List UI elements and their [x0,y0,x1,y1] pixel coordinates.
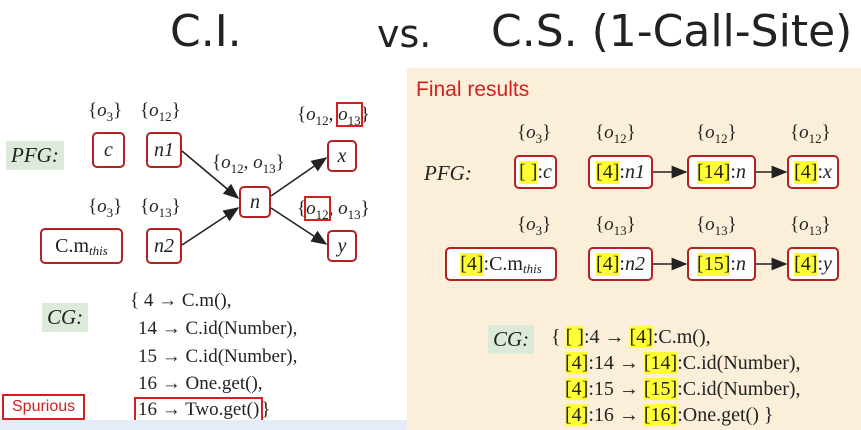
cs-pts-r1-c: {o3} [517,122,552,146]
ci-cg-line-5-wrap: 16 → Two.get()} [133,397,271,422]
cs-pts-r2-n2: {o13} [595,214,636,238]
cs-cg-line-3: [4]:15 → [15]:C.id(Number), [565,378,801,400]
pts-x: {o12, o13} [297,102,370,128]
cs-pfg-label: PFG: [424,161,472,185]
cs-pts-r2-y: {o13} [790,214,831,238]
cs-pts-r1-x: {o12} [790,122,831,146]
cs-cg-line-2: [4]:14 → [14]:C.id(Number), [565,352,801,374]
ci-node-n1: n1 [146,132,182,168]
edge-n1-n [181,150,240,200]
ci-pfg-label: PFG: [6,141,64,170]
pts-n: {o12, o13} [212,152,285,176]
final-results-heading: Final results [416,78,530,101]
ci-cg-line-3: 15 → C.id(Number), [138,346,298,367]
title-vs: vs. [377,12,432,56]
cs-pts-r1-n1: {o12} [595,122,636,146]
ci-cg-line-2: 14 → C.id(Number), [138,318,298,339]
pts-n1: {o12} [140,100,181,124]
spurious-label: Spurious [2,394,86,420]
cs-pts-r2-n: {o13} [696,214,737,238]
ci-cg-label: CG: [42,303,89,332]
ci-cg-close: } [261,399,271,420]
cs-node-r1-n: [14]:n [687,155,756,189]
ci-cg-spurious-edge: 16 → Two.get() [133,397,264,422]
title-cs: C.S. (1-Call-Site) [491,6,853,57]
ci-node-n2: n2 [146,228,182,264]
edge-n-y [270,207,328,245]
cs-node-r1-c: [ ]:c [514,155,557,189]
cs-node-r2-n: [15]:n [687,247,756,281]
pts-y: {o12, o13} [297,196,370,222]
edge-n2-n [181,207,240,246]
cs-cg-label: CG: [488,325,535,354]
ci-node-c: c [92,132,125,168]
ci-cg-line-4: 16 → One.get(), [138,373,263,394]
bottom-strip [0,420,407,430]
edge-n-x [270,157,328,197]
title-ci: C.I. [170,6,242,57]
cs-node-r1-x: [4]:x [787,155,839,189]
cs-node-r2-y: [4]:y [787,247,839,281]
cs-node-r1-n1: [4]:n1 [588,155,653,189]
pts-n2: {o13} [140,196,181,220]
cs-node-r2-n2: [4]:n2 [588,247,653,281]
pts-cm: {o3} [88,196,123,220]
ci-node-y: y [327,230,357,262]
ci-node-x: x [327,140,357,172]
ci-cg-line-1: { 4 → C.m(), [130,290,232,311]
cs-cg-line-4: [4]:16 → [16]:One.get() } [565,404,774,426]
cs-cg-line-1: { [ ]:4 → [4]:C.m(), [551,326,711,348]
pts-c: {o3} [88,100,123,124]
cs-pts-r2-cm: {o3} [517,214,552,238]
ci-node-n: n [239,186,271,218]
cs-pts-r1-n: {o12} [696,122,737,146]
